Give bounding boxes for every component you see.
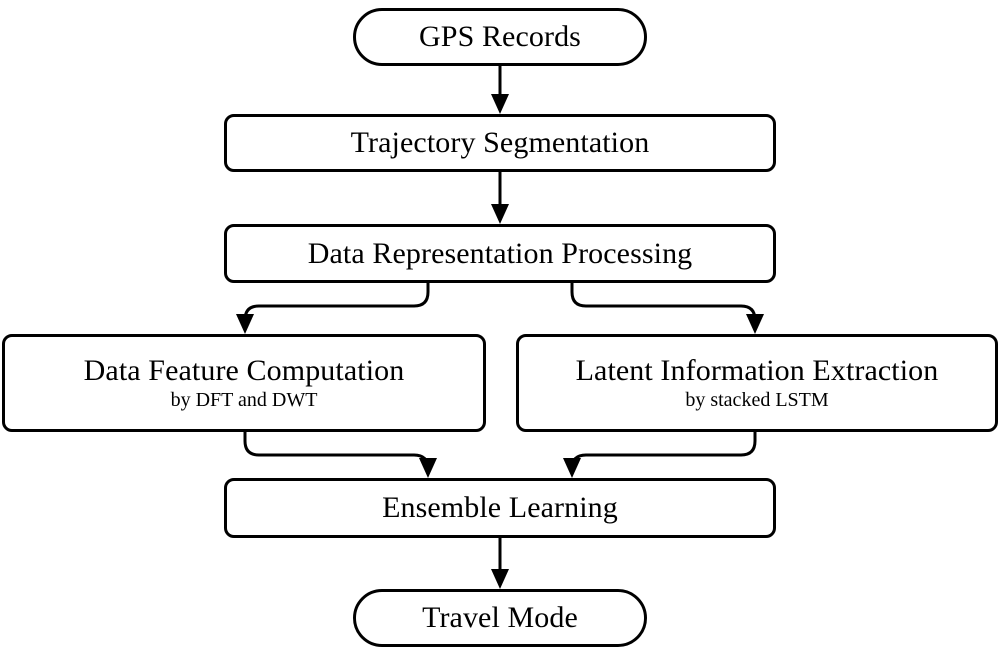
node-latent-information-extraction-title: Latent Information Extraction (575, 354, 939, 387)
node-gps-records[interactable]: GPS Records (353, 8, 647, 66)
node-data-feature-computation[interactable]: Data Feature Computation by DFT and DWT (2, 334, 486, 432)
node-trajectory-segmentation[interactable]: Trajectory Segmentation (224, 114, 776, 172)
edge-latent-extraction-to-ensemble (563, 432, 757, 478)
node-travel-mode-title: Travel Mode (422, 601, 578, 634)
node-gps-records-title: GPS Records (419, 20, 581, 53)
node-travel-mode[interactable]: Travel Mode (353, 589, 647, 647)
node-trajectory-segmentation-title: Trajectory Segmentation (350, 126, 650, 159)
edge-representation-to-latent-extraction (570, 283, 764, 334)
edge-representation-to-feature-computation (236, 283, 430, 334)
node-data-representation-processing-title: Data Representation Processing (307, 236, 693, 270)
node-data-feature-computation-subtitle: by DFT and DWT (170, 389, 318, 411)
edge-segmentation-to-representation (491, 172, 509, 224)
node-ensemble-learning[interactable]: Ensemble Learning (224, 478, 776, 538)
node-latent-information-extraction-subtitle: by stacked LSTM (685, 389, 829, 411)
edge-ensemble-to-travel-mode (491, 538, 509, 589)
edge-gps-to-segmentation (491, 66, 509, 114)
node-ensemble-learning-title: Ensemble Learning (382, 491, 618, 524)
node-data-representation-processing[interactable]: Data Representation Processing (224, 224, 776, 283)
node-latent-information-extraction[interactable]: Latent Information Extraction by stacked… (516, 334, 998, 432)
node-data-feature-computation-title: Data Feature Computation (83, 354, 405, 387)
edge-feature-computation-to-ensemble (243, 432, 437, 478)
